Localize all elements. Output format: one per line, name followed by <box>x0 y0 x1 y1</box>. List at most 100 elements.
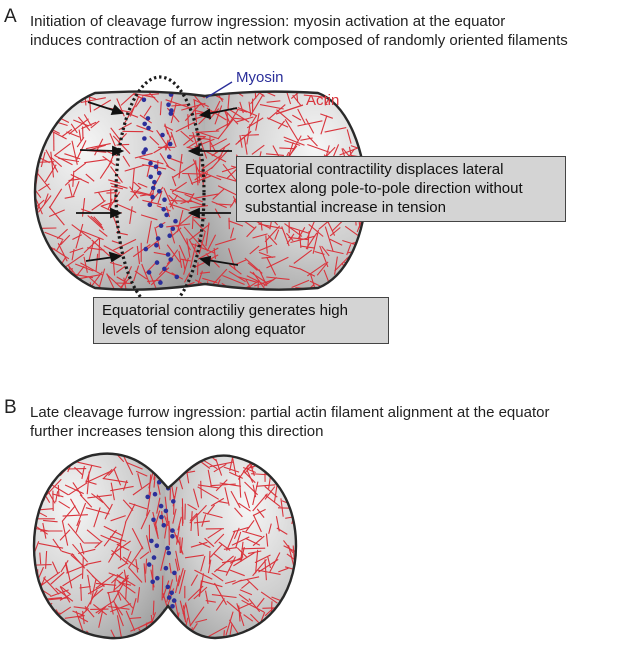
actin-filament <box>251 144 265 155</box>
actin-filament <box>264 559 267 581</box>
actin-filament <box>146 220 152 244</box>
actin-filament <box>69 247 84 254</box>
actin-filament <box>182 258 186 271</box>
actin-filament <box>183 226 202 247</box>
actin-filament <box>312 229 320 254</box>
actin-filament <box>95 253 99 272</box>
actin-filament <box>265 153 284 156</box>
actin-filament <box>56 240 63 251</box>
actin-filament <box>178 153 183 179</box>
actin-filament <box>166 244 181 263</box>
actin-filament <box>110 535 127 542</box>
actin-filament <box>64 615 85 619</box>
actin-filament <box>252 508 266 517</box>
actin-filament <box>252 514 262 533</box>
actin-filament <box>45 454 67 465</box>
actin-filament <box>184 554 204 559</box>
displacement-arrows <box>76 101 239 267</box>
actin-filament <box>246 469 254 483</box>
actin-filament <box>118 582 132 586</box>
actin-filament <box>123 105 136 125</box>
actin-filament <box>117 562 128 569</box>
cell-a-outline <box>33 90 368 291</box>
actin-filament <box>90 120 100 129</box>
actin-filament <box>111 571 124 584</box>
actin-filament <box>222 274 245 286</box>
myosin-dot <box>145 116 151 121</box>
actin-filament <box>80 584 82 601</box>
actin-filament <box>341 91 347 98</box>
actin-filament <box>195 618 208 623</box>
actin-filament <box>284 91 292 105</box>
actin-filament <box>38 508 54 511</box>
actin-filament <box>211 572 224 582</box>
myosin-dot <box>153 164 159 169</box>
actin-filament <box>131 528 144 550</box>
actin-filament <box>198 157 201 184</box>
actin-filament <box>73 119 90 127</box>
actin-filament <box>352 98 355 124</box>
actin-filament <box>142 199 162 206</box>
actin-filament <box>249 115 257 127</box>
actin-filament <box>132 243 151 258</box>
actin-filament <box>193 99 209 108</box>
actin-filament <box>284 223 303 237</box>
actin-filament <box>53 628 74 639</box>
actin-filament <box>215 598 225 611</box>
actin-filament <box>85 173 95 182</box>
actin-filament <box>248 453 263 457</box>
actin-filament <box>198 581 202 597</box>
actin-filament <box>211 138 228 148</box>
actin-filament <box>324 226 334 252</box>
actin-filament <box>65 563 73 589</box>
callout-equator-line-2: levels of tension along equator <box>102 321 306 338</box>
actin-filament <box>175 550 181 571</box>
actin-filament <box>210 497 225 507</box>
actin-filament <box>242 530 263 538</box>
myosin-dot <box>172 570 177 576</box>
actin-filament <box>183 135 195 146</box>
actin-filament <box>320 115 328 135</box>
actin-filament <box>248 598 261 613</box>
actin-filament <box>78 548 96 555</box>
actin-filament <box>352 123 363 129</box>
actin-filament <box>115 578 136 594</box>
actin-filament <box>215 569 229 573</box>
actin-filament <box>171 176 177 187</box>
actin-filament <box>153 251 168 256</box>
myosin-dot <box>156 170 162 176</box>
panel-a-caption-line-2: induces contraction of an actin network … <box>30 32 568 49</box>
actin-filament <box>227 91 231 109</box>
actin-filament <box>150 569 155 588</box>
actin-filament <box>98 237 101 259</box>
actin-filament <box>229 471 244 479</box>
actin-filament <box>308 223 324 237</box>
actin-filament <box>228 619 240 636</box>
actin-filament <box>229 453 235 472</box>
actin-filament <box>206 234 217 252</box>
actin-filament <box>267 104 286 120</box>
actin-filament <box>55 587 74 602</box>
actin-filament <box>266 100 281 103</box>
actin-filament <box>131 598 137 616</box>
actin-filament <box>77 461 102 469</box>
actin-filament <box>135 470 148 477</box>
actin-filament <box>85 560 102 565</box>
actin-filament <box>81 465 85 480</box>
actin-filament <box>165 206 171 218</box>
actin-filament <box>254 279 274 287</box>
myosin-dot <box>170 534 175 539</box>
actin-filament <box>158 453 161 460</box>
actin-filament <box>140 509 151 530</box>
actin-filament <box>329 238 343 246</box>
actin-filament <box>155 510 161 525</box>
actin-filament <box>244 491 251 509</box>
actin-filament <box>85 589 98 611</box>
myosin-dot <box>167 233 172 238</box>
myosin-dot <box>150 579 155 585</box>
actin-filament <box>246 226 257 238</box>
actin-filament <box>87 247 105 251</box>
actin-filament <box>201 514 207 527</box>
actin-filament <box>170 131 177 147</box>
actin-filament <box>67 523 85 544</box>
